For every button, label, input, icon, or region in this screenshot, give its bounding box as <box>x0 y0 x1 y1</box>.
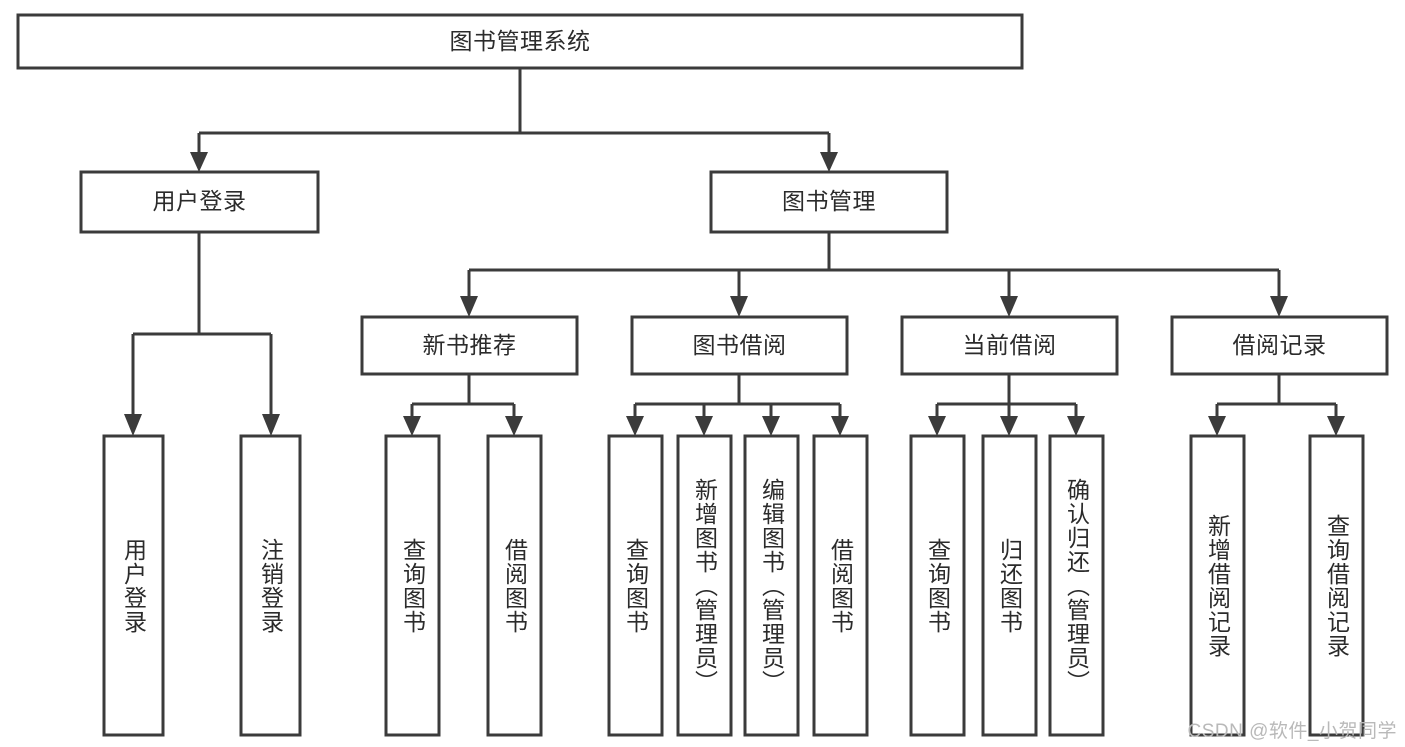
node-box-user-login[interactable] <box>79 170 320 234</box>
node-box-leaf-borrow-book-2[interactable] <box>812 434 869 737</box>
node-box-leaf-query-book-3[interactable] <box>909 434 966 737</box>
node-box-new-book-rec[interactable] <box>360 315 579 376</box>
node-box-leaf-return-book[interactable] <box>981 434 1038 737</box>
arrowhead-to-book-manage <box>820 152 838 172</box>
edge-borrow-record-trunk <box>1215 374 1338 420</box>
arrowhead-to-leaf-add-record <box>1208 416 1226 436</box>
arrowhead-to-new-book-rec <box>460 296 478 317</box>
arrowhead-to-leaf-query-book-2 <box>626 416 644 436</box>
node-box-leaf-add-record[interactable] <box>1189 434 1246 737</box>
node-box-current-borrow[interactable] <box>900 315 1119 376</box>
edge-user-login-trunk <box>131 232 273 418</box>
node-box-book-manage[interactable] <box>709 170 949 234</box>
arrowhead-to-leaf-borrow-book-1 <box>505 416 523 436</box>
node-box-leaf-add-book[interactable] <box>676 434 733 737</box>
edge-new-book-rec-trunk <box>410 374 516 420</box>
arrowhead-to-leaf-user-logout <box>262 414 280 436</box>
node-box-layer <box>16 13 1389 737</box>
arrowhead-to-borrow-record <box>1270 296 1288 317</box>
node-box-leaf-query-book-2[interactable] <box>607 434 664 737</box>
edge-current-borrow-trunk <box>935 374 1078 420</box>
node-box-root[interactable] <box>16 13 1024 70</box>
arrowhead-to-current-borrow <box>1000 296 1018 317</box>
arrowhead-to-leaf-query-book-3 <box>928 416 946 436</box>
arrowhead-to-leaf-confirm-return <box>1067 416 1085 436</box>
node-box-book-borrow[interactable] <box>630 315 849 376</box>
arrowhead-to-book-borrow <box>730 296 748 317</box>
arrowhead-to-leaf-user-login <box>124 414 142 436</box>
connector-layer <box>124 68 1345 436</box>
node-box-leaf-confirm-return[interactable] <box>1048 434 1105 737</box>
node-box-leaf-user-login[interactable] <box>102 434 165 737</box>
arrowhead-to-leaf-borrow-book-2 <box>831 416 849 436</box>
arrowhead-to-leaf-query-record <box>1327 416 1345 436</box>
node-box-leaf-query-book-1[interactable] <box>384 434 441 737</box>
node-box-borrow-record[interactable] <box>1170 315 1389 376</box>
node-box-leaf-query-record[interactable] <box>1308 434 1365 737</box>
node-box-leaf-edit-book[interactable] <box>743 434 800 737</box>
edge-root-trunk <box>197 68 831 156</box>
arrowhead-to-leaf-edit-book <box>762 416 780 436</box>
arrowhead-to-leaf-query-book-1 <box>403 416 421 436</box>
node-box-leaf-borrow-book-1[interactable] <box>486 434 543 737</box>
node-box-leaf-user-logout[interactable] <box>239 434 302 737</box>
edge-book-manage-trunk <box>467 232 1281 300</box>
arrowhead-to-leaf-add-book <box>695 416 713 436</box>
arrowhead-to-user-login <box>190 152 208 172</box>
arrowhead-to-leaf-return-book <box>1000 416 1018 436</box>
edge-book-borrow-trunk <box>633 374 842 420</box>
